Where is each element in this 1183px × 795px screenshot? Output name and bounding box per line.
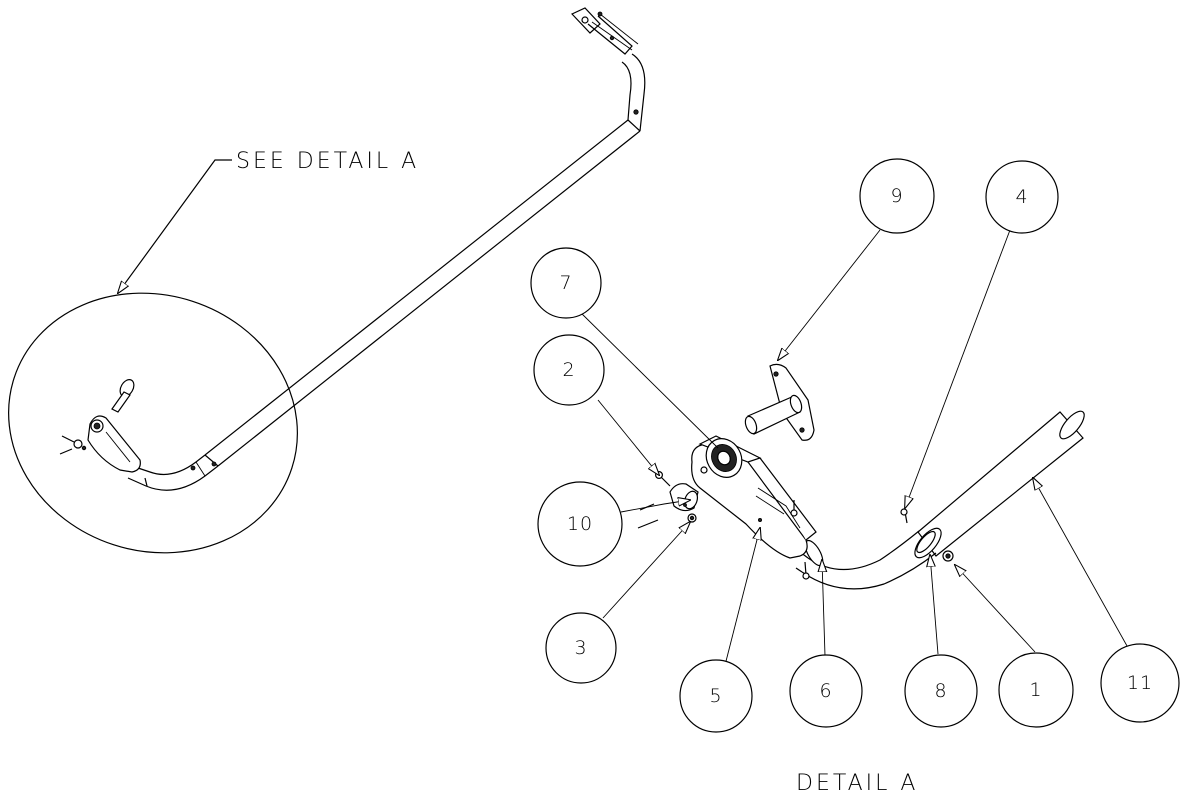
svg-text:10: 10 [567, 513, 593, 535]
svg-text:6: 6 [819, 680, 832, 702]
callout-balloon-7: 7 [530, 247, 602, 319]
see-detail-label: SEE DETAIL A [236, 149, 419, 174]
screw-item-3 [687, 513, 697, 523]
svg-text:11: 11 [1127, 672, 1153, 694]
callout-balloon-3: 3 [545, 612, 617, 684]
main-tube [204, 53, 646, 467]
svg-text:8: 8 [934, 680, 947, 702]
top-bracket [570, 7, 639, 55]
leader-lines [577, 229, 1137, 674]
small-bracket [59, 379, 141, 473]
svg-text:5: 5 [709, 685, 722, 707]
callout-balloon-10: 10 [537, 481, 623, 567]
detail-title: DETAIL A [796, 771, 918, 795]
small-bent-tube [127, 454, 219, 491]
screw-item-4 [900, 508, 908, 524]
callout-balloon-1: 1 [998, 652, 1074, 728]
nut-item-1 [942, 550, 954, 562]
svg-text:2: 2 [562, 359, 575, 381]
svg-text:7: 7 [559, 272, 572, 294]
svg-text:9: 9 [890, 185, 903, 207]
detail-a-ellipse [8, 292, 298, 554]
callout-balloon-2: 2 [533, 334, 605, 406]
callout-balloon-11: 11 [1100, 643, 1180, 723]
callout-balloon-9: 9 [859, 158, 935, 234]
svg-text:4: 4 [1015, 186, 1028, 208]
sleeve-tube [914, 410, 1085, 559]
svg-text:1: 1 [1029, 679, 1042, 701]
svg-text:3: 3 [574, 637, 587, 659]
callout-balloon-5: 5 [679, 659, 753, 733]
callout-balloon-8: 8 [904, 654, 978, 728]
callout-balloons: 1 2 3 4 5 6 7 [530, 158, 1180, 733]
overall-view: SEE DETAIL A [8, 7, 646, 554]
callout-balloon-6: 6 [789, 654, 863, 728]
detail-a-view: 1 2 3 4 5 6 7 [530, 158, 1180, 795]
pivot-bracket [691, 435, 817, 559]
callout-balloon-4: 4 [985, 160, 1059, 234]
flange-shaft-item-9 [744, 363, 815, 441]
